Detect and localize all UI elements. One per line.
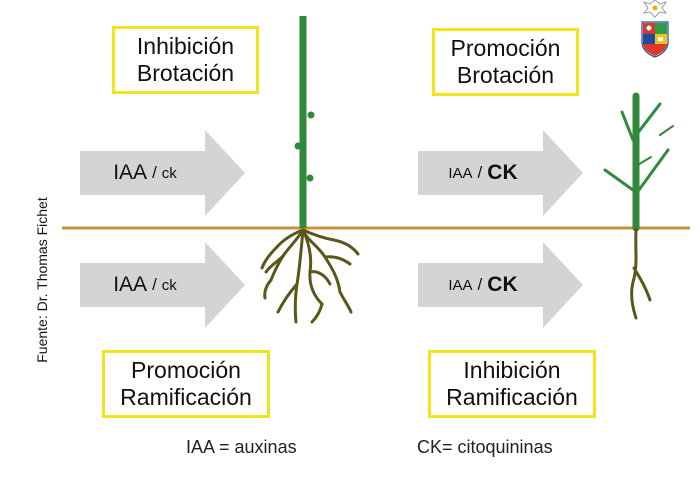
box-line2: Ramificación [446,384,578,410]
hormone-ck: CK [487,161,518,184]
arrow-label: IAA / ck [80,242,210,328]
hormone-ck: ck [161,276,177,294]
hormone-iaa: IAA [113,273,148,296]
arrow-top-left: IAA / ck [80,130,245,216]
separator: / [152,275,157,294]
separator: / [477,163,483,182]
arrow-label: IAA / CK [418,130,548,216]
box-line2: Ramificación [120,384,252,410]
right-plant-roots [630,228,652,320]
hormone-ck: CK [487,273,518,296]
left-plant-shoot [294,16,315,228]
arrow-shape [418,242,583,328]
right-plant-shoot [603,92,674,232]
box-line1: Inhibición [136,33,235,59]
axillary-bud [307,111,315,119]
label-promocion-ramificacion: Promoción Ramificación [102,350,270,418]
hormone-ck: ck [161,164,177,182]
separator: / [477,275,483,294]
label-promocion-brotacion: Promoción Brotación [432,28,579,96]
axillary-bud [306,174,314,182]
axillary-bud [294,142,302,150]
arrow-top-right: IAA / CK [418,130,583,216]
arrow-bottom-right: IAA / CK [418,242,583,328]
box-line2: Brotación [136,60,235,86]
arrow-shape [80,130,245,216]
hormone-iaa: IAA [448,164,473,182]
hormone-iaa: IAA [113,161,148,184]
left-plant-roots [260,228,360,324]
legend-iaa: IAA = auxinas [186,437,297,457]
box-line1: Promoción [450,35,561,61]
label-inhibicion-brotacion: Inhibición Brotación [112,26,259,94]
hormone-iaa: IAA [448,276,473,294]
arrow-label: IAA / ck [80,130,210,216]
arrow-shape [80,242,245,328]
box-line1: Inhibición [463,357,561,383]
university-crest-logo [641,0,669,58]
box-line2: Brotación [456,62,555,88]
separator: / [152,163,157,182]
arrow-shape [418,130,583,216]
label-inhibicion-ramificacion: Inhibición Ramificación [428,350,596,418]
source-credit: Fuente: Dr. Thomas Fichet [34,197,50,363]
box-line1: Promoción [131,357,241,383]
arrow-bottom-left: IAA / ck [80,242,245,328]
legend-ck: CK= citoquininas [417,437,553,457]
arrow-label: IAA / CK [418,242,548,328]
